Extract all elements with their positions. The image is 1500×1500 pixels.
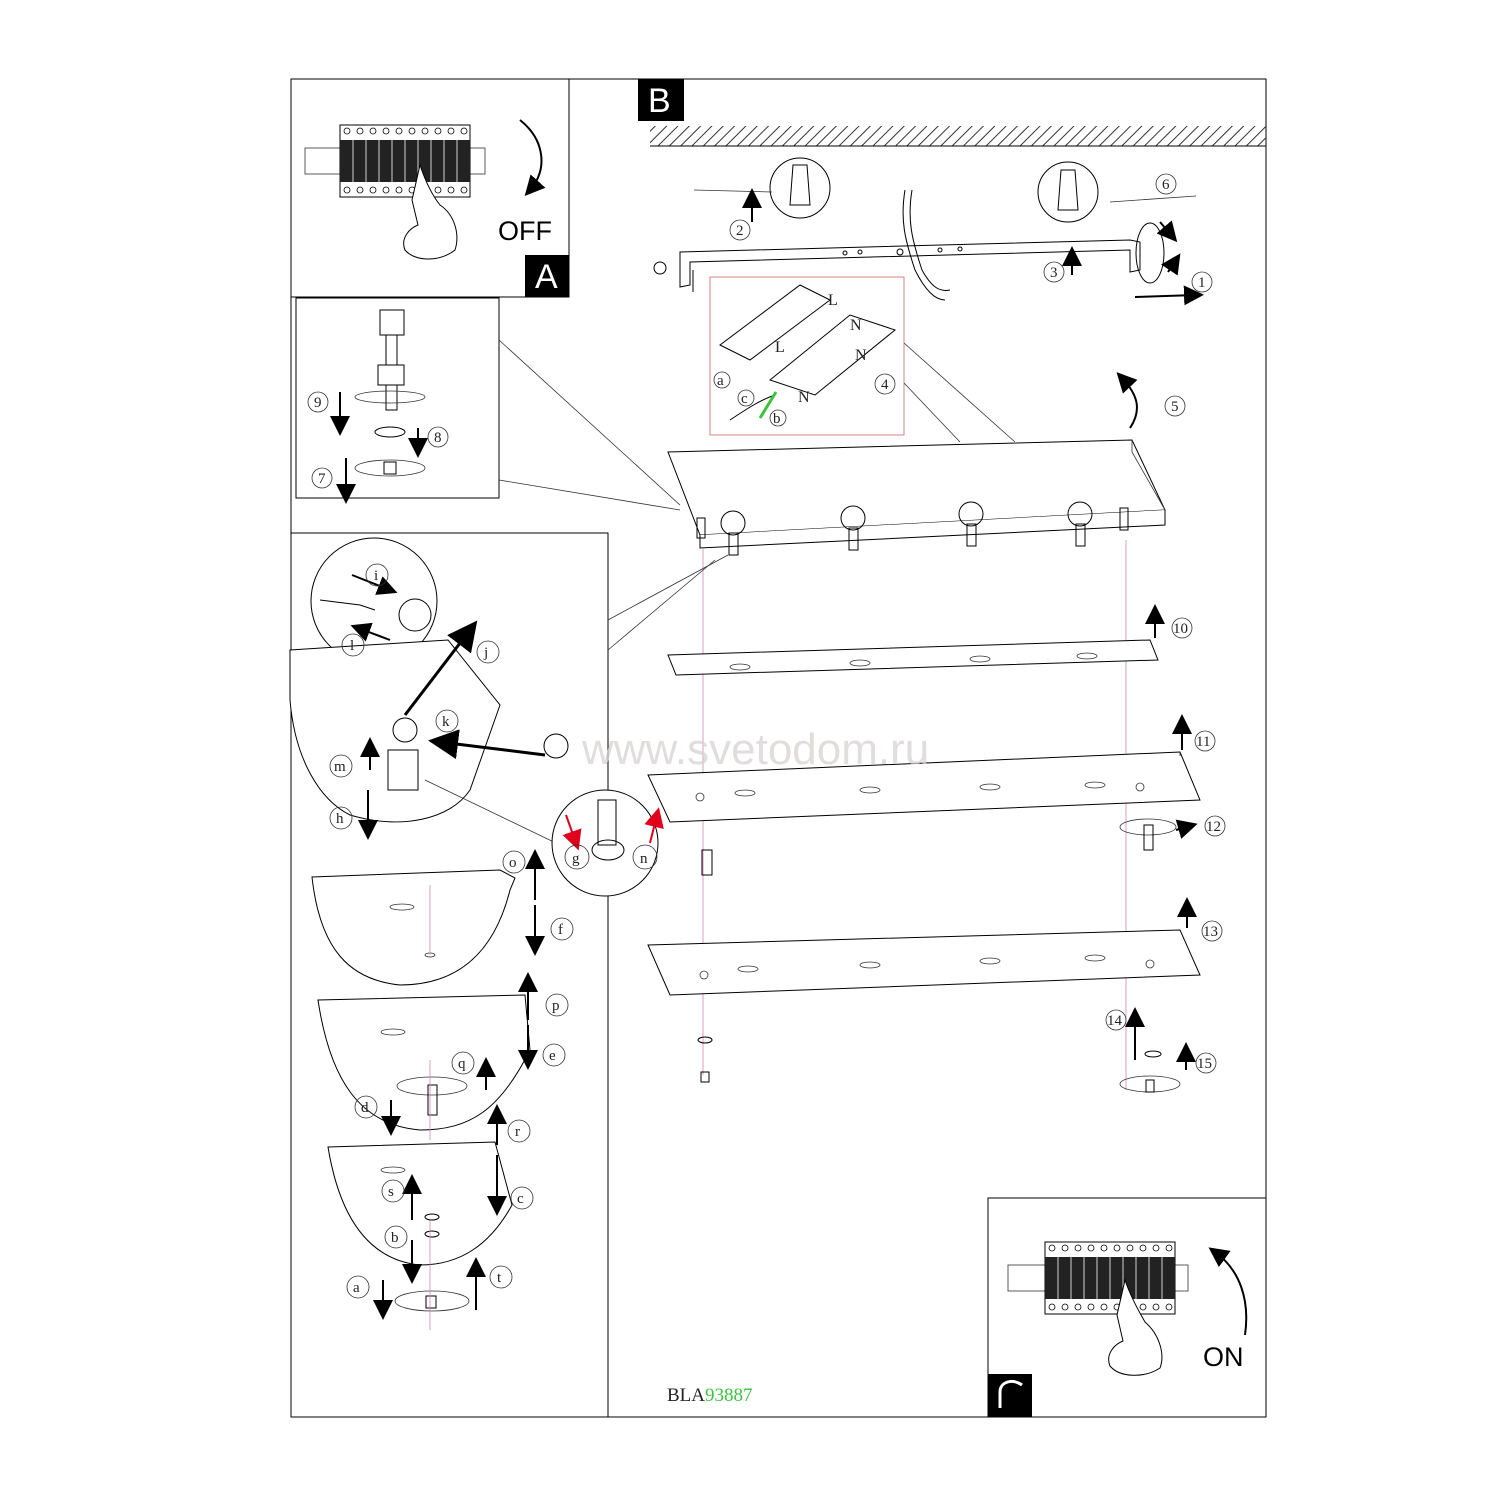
- step-number-9: 9: [314, 395, 322, 411]
- detail-letter-f: f: [558, 922, 563, 938]
- rotate-on-arrow-icon: [1208, 1247, 1248, 1336]
- detail-letter-a: a: [717, 373, 724, 389]
- plate-13: [647, 929, 1201, 996]
- detail-letter-h: h: [336, 811, 344, 827]
- wire-neutral-label: N: [850, 317, 862, 334]
- panel-c-power-on: ON: [987, 1197, 1267, 1418]
- rotation-cap: [1135, 222, 1165, 284]
- step-number-12: 12: [1206, 819, 1221, 835]
- rotate-off-arrow-icon: [519, 119, 546, 196]
- step-number-2: 2: [736, 223, 744, 239]
- detail-letter-r: r: [515, 1124, 520, 1140]
- wall-plug-icon: [1037, 161, 1099, 223]
- step-number-14: 14: [1107, 1013, 1123, 1029]
- step-number-15: 15: [1197, 1056, 1212, 1072]
- mounting-screw-detail: [295, 297, 500, 504]
- wire-live-label: L: [775, 339, 785, 356]
- panel-a-power-off: OFF A: [290, 78, 570, 298]
- glass-shade-1: [311, 849, 545, 986]
- screw-rotation-detail: [551, 789, 664, 897]
- detail-letter-a: a: [353, 1280, 360, 1296]
- detail-letter-j: j: [483, 645, 488, 661]
- detail-letter-l: l: [350, 638, 354, 654]
- wire-neutral-label: N: [798, 389, 810, 406]
- detail-letter-q: q: [458, 1056, 466, 1072]
- detail-letter-b: b: [773, 411, 781, 427]
- watermark: www.svetodom.ru: [581, 725, 929, 774]
- panel-c-tag-glyph: [998, 1380, 1023, 1408]
- detail-letter-d: d: [361, 1100, 369, 1116]
- detail-letter-k: k: [442, 714, 450, 730]
- product-code-prefix: BLA: [667, 1385, 705, 1406]
- ceiling-hatch: [650, 126, 1266, 146]
- panel-a-tag-label: A: [535, 258, 558, 296]
- mounting-bracket: [653, 189, 1141, 301]
- step-number-5: 5: [1171, 399, 1179, 415]
- glass-shade-3: [327, 1104, 513, 1330]
- wiring-detail-box: L L N N N a c b: [709, 276, 905, 436]
- wall-plug-icon: [769, 157, 831, 219]
- step-markers: 1 2 3 4 5 6 7 8 9 10 11 12 13 14 15: [307, 173, 1226, 1074]
- glass-shade-2: [317, 972, 538, 1140]
- detail-letter-t: t: [497, 1270, 502, 1286]
- lamp-holder-detail: [289, 537, 569, 846]
- panel-a-tag: [525, 255, 569, 297]
- step-number-11: 11: [1196, 734, 1210, 750]
- plate-10: [667, 639, 1159, 676]
- circuit-breaker-icon: [1007, 1241, 1189, 1315]
- on-label: ON: [1203, 1342, 1244, 1372]
- step-number-8: 8: [434, 430, 442, 446]
- step-number-1: 1: [1198, 275, 1206, 291]
- product-code-number: 93887: [705, 1385, 753, 1406]
- panel-b-tag: [638, 79, 684, 121]
- detail-letter-m: m: [334, 759, 346, 775]
- detail-letter-n: n: [640, 851, 648, 867]
- step-number-10: 10: [1173, 621, 1188, 637]
- hand-icon: [403, 163, 458, 260]
- wire-live-label: L: [828, 292, 838, 309]
- detail-letter-p: p: [552, 998, 560, 1014]
- hand-icon: [1108, 1278, 1163, 1376]
- panel-b-tag-label: B: [648, 82, 671, 120]
- detail-letter-e: e: [549, 1048, 556, 1064]
- plate-11: [647, 751, 1201, 823]
- off-label: OFF: [498, 216, 552, 246]
- detail-letter-o: o: [509, 855, 517, 871]
- detail-letter-b: b: [391, 1230, 399, 1246]
- step-number-13: 13: [1203, 924, 1218, 940]
- step-number-6: 6: [1162, 177, 1170, 193]
- detail-letter-i: i: [374, 568, 378, 584]
- detail-letter-g: g: [572, 851, 580, 867]
- product-code: BLA93887: [667, 1385, 753, 1406]
- step-number-3: 3: [1050, 265, 1058, 281]
- detail-letter-s: s: [388, 1184, 394, 1200]
- step-number-4: 4: [881, 377, 889, 393]
- ceiling-canopy: [667, 439, 1166, 556]
- wire-neutral-label: N: [855, 347, 867, 364]
- step-number-7: 7: [318, 471, 326, 487]
- detail-letter-c: c: [741, 391, 748, 407]
- detail-letter-markers: a b c d e f g h i j k l m n o p q r s t: [329, 563, 648, 1299]
- detail-letter-c: c: [517, 1191, 524, 1207]
- circuit-breaker-icon: [304, 124, 486, 198]
